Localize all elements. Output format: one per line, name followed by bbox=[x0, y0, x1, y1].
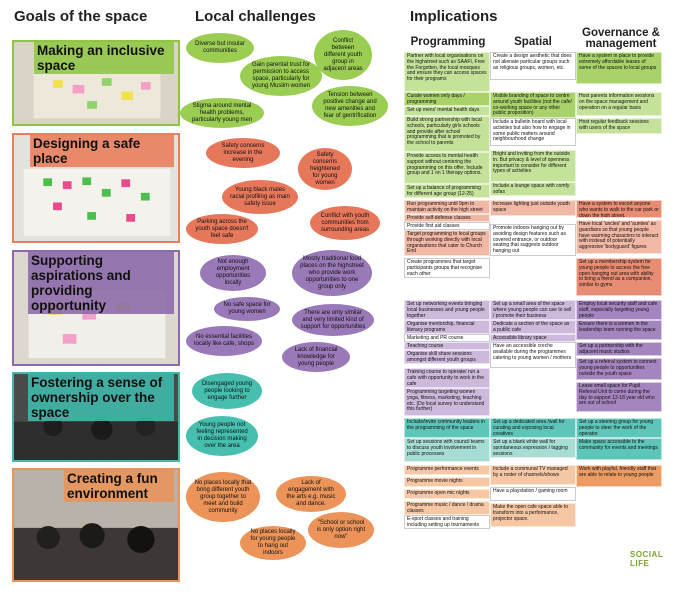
spatial-cell: Visible branding of space to centre arou… bbox=[490, 92, 576, 118]
prog-cell: Partner with local organisations on the … bbox=[404, 52, 490, 92]
prog-cell: Programme open mic nights bbox=[404, 489, 490, 499]
spatial-cell: Promote indoors hanging out by avoiding … bbox=[490, 224, 576, 256]
spatial-cell: Set up a dedicated area /wall for curati… bbox=[490, 418, 576, 438]
gov-cell: Have a system in place to provide extrem… bbox=[576, 52, 662, 84]
goal-label-2: Designing a safe place bbox=[30, 135, 174, 167]
goal-label-1: Making an inclusive space bbox=[34, 42, 174, 74]
challenge-insular-communities: Diverse but insular communities bbox=[186, 33, 254, 63]
challenge-essential-facilities: No essential facilities locally like caf… bbox=[186, 326, 262, 356]
logo-line-1: SOCIAL bbox=[630, 550, 664, 559]
spatial-cell: Bright and inviting from the outside in.… bbox=[490, 150, 576, 182]
prog-cell: Programme movie nights bbox=[404, 477, 490, 487]
prog-cell: Include/invite community leaders in the … bbox=[404, 418, 490, 438]
gov-cell: Set up a referral system to connect youn… bbox=[576, 358, 662, 380]
prog-cell: Organise skill share sessions amongst di… bbox=[404, 350, 490, 364]
prog-cell: Create programmes that target participan… bbox=[404, 258, 490, 278]
challenge-gentrification: Tension between positive change and new … bbox=[312, 86, 388, 126]
challenge-representation: Young people not feeling represented in … bbox=[186, 416, 258, 456]
goal-label-4: Fostering a sense of ownership over the … bbox=[28, 374, 174, 421]
prog-cell: Provide first aid classes bbox=[404, 222, 490, 230]
challenge-indoor-hangout: No places locally for young people to ha… bbox=[240, 526, 306, 560]
challenge-surrounding-conflict: Conflict with youth communities from sur… bbox=[310, 206, 380, 240]
column-spatial: Spatial bbox=[514, 36, 552, 48]
prog-cell: Provide self-defense classes bbox=[404, 214, 490, 222]
challenge-food-places: Mostly traditional food places on the hi… bbox=[292, 250, 372, 296]
spatial-cell: Include a communal TV managed by a roste… bbox=[490, 465, 576, 485]
column-governance: Governance & management bbox=[582, 27, 660, 50]
spatial-cell: Include a lounge space with comfy sofas bbox=[490, 182, 576, 196]
prog-cell: Build strong partnership with local scho… bbox=[404, 116, 490, 152]
prog-cell: Training course to operate/ run a cafe w… bbox=[404, 368, 490, 388]
implications-heading: Implications bbox=[410, 8, 498, 25]
goal-inclusive-space: Making an inclusive space bbox=[12, 40, 180, 126]
spatial-cell: Set up a small area of the space where y… bbox=[490, 300, 576, 320]
prog-cell: Organise mentorship, financial literacy … bbox=[404, 320, 490, 334]
column-programming: Programming bbox=[410, 36, 486, 48]
challenge-parental-trust: Gain parental trust for permission to ac… bbox=[240, 56, 322, 96]
challenge-racial-profiling: Young black males racial profiling as ma… bbox=[222, 180, 298, 214]
prog-cell: E-sport classes and training including s… bbox=[404, 515, 490, 529]
gov-cell: Set up a steering group for young people… bbox=[576, 418, 662, 438]
prog-cell: Set up mens' mental health days bbox=[404, 106, 490, 116]
gov-cell: Have a system to escort anyone who wants… bbox=[576, 200, 662, 218]
challenge-limited-support: There are only similar and very limited … bbox=[292, 304, 374, 336]
spatial-cell: Have an accessible creche available duri… bbox=[490, 342, 576, 368]
prog-cell: Teaching course bbox=[404, 342, 490, 350]
prog-cell: Programme performance events bbox=[404, 465, 490, 475]
challenge-women-safety: Safety concerns heightened for young wom… bbox=[298, 148, 352, 190]
prog-cell: Set up networking events bringing local … bbox=[404, 300, 490, 320]
challenge-school-only-option: "School or school is only option right n… bbox=[308, 512, 374, 548]
goal-ownership: Fostering a sense of ownership over the … bbox=[12, 372, 180, 462]
goal-label-3: Supporting aspirations and providing opp… bbox=[28, 252, 174, 314]
gov-cell: Lease small space for Pupil Referral Uni… bbox=[576, 382, 662, 412]
gov-cell: Work with playful, friendly staff that a… bbox=[576, 465, 662, 487]
prog-cell: Set up a balance of programming for diff… bbox=[404, 184, 490, 198]
prog-cell: Target programming to local groups throu… bbox=[404, 230, 490, 256]
spatial-cell: Have a playstation / gaming room bbox=[490, 487, 576, 501]
logo-line-2: LIFE bbox=[630, 559, 650, 568]
goal-safe-place: Designing a safe place bbox=[12, 133, 180, 243]
challenge-mental-health-stigma: Stigma around mental health problems, pa… bbox=[180, 98, 264, 128]
challenge-bring-groups-together: No places locally that bring different y… bbox=[186, 472, 260, 522]
goal-label-5: Creating a fun environment bbox=[64, 470, 174, 502]
gov-cell: Set up a membership system for young peo… bbox=[576, 258, 662, 296]
goal-fun-environment: Creating a fun environment bbox=[12, 468, 180, 582]
spatial-cell: Set up a blank white wall for spontaneou… bbox=[490, 438, 576, 458]
local-challenges-heading: Local challenges bbox=[195, 8, 316, 25]
prog-cell: Set up sessions with council teams to di… bbox=[404, 438, 490, 462]
challenge-parking-safety: Parking across the youth space doesn't f… bbox=[186, 214, 258, 244]
gov-cell: Employ local security staff and cafe sta… bbox=[576, 300, 662, 320]
gov-cell: Host parents information sessions on the… bbox=[576, 92, 662, 116]
challenge-evening-safety: Safety concerns increase in the evening bbox=[206, 138, 280, 168]
gov-cell: Host regular feedback sessions with user… bbox=[576, 118, 662, 134]
social-life-logo: SOCIAL LIFE bbox=[630, 550, 663, 568]
gov-cell: Ensure there is a women in the leadershi… bbox=[576, 320, 662, 340]
challenge-disengaged-youth: Disengaged young people looking to engag… bbox=[192, 373, 262, 409]
gov-cell: Make space accessible to the community f… bbox=[576, 438, 662, 460]
spatial-cell: Dedicate a section of the space as a pub… bbox=[490, 320, 576, 334]
gov-cell: Set up a partnership with the adjacent m… bbox=[576, 342, 662, 356]
spatial-cell: Include a bulletin board with local acti… bbox=[490, 118, 576, 146]
spatial-cell: Increase lighting just outside youth spa… bbox=[490, 200, 576, 216]
spatial-cell: Create a design aesthetic that does not … bbox=[490, 52, 576, 80]
prog-cell: Provide access to mental health support … bbox=[404, 152, 490, 184]
challenge-arts-engagement: Lack of engagement with the arts e.g. mu… bbox=[276, 476, 346, 512]
prog-cell: Marketing and PR course bbox=[404, 334, 490, 342]
challenge-employment: Not enough employment opportunities loca… bbox=[200, 255, 266, 291]
challenge-financial-knowledge: Lack of financial knowledge for young pe… bbox=[282, 342, 350, 372]
prog-cell: Programme music / dance / drama classes bbox=[404, 501, 490, 515]
goal-aspirations: Supporting aspirations and providing opp… bbox=[12, 250, 180, 366]
challenge-youth-group-conflict: Conflict between different youth group i… bbox=[314, 30, 372, 80]
spatial-cell: Make the open cafe space able to transfo… bbox=[490, 503, 576, 527]
gov-cell: Have local 'uncles' and 'aunties' as gua… bbox=[576, 220, 662, 254]
prog-cell: Programming targeting women yoga, fitnes… bbox=[404, 388, 490, 416]
prog-cell: Run programming until 9pm to maintain ac… bbox=[404, 200, 490, 214]
prog-cell: Curate women only days / programming bbox=[404, 92, 490, 106]
goals-heading: Goals of the space bbox=[14, 8, 148, 25]
spatial-cell: Accessible library space bbox=[490, 334, 576, 342]
challenge-safe-space-women: No safe space for young women bbox=[214, 297, 280, 321]
